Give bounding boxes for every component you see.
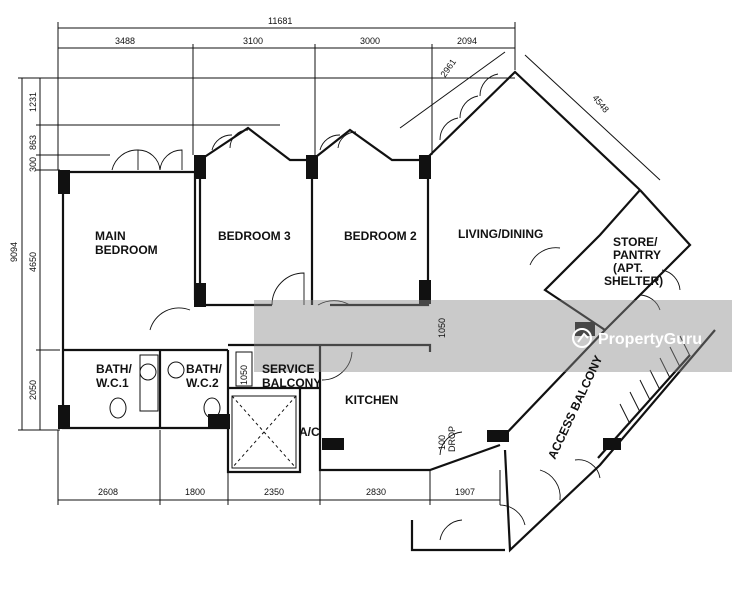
dim-left-1: 1231 xyxy=(28,92,38,112)
label-bath2-1: BATH/ xyxy=(186,362,222,376)
label-store-1: STORE/ xyxy=(613,235,658,249)
dim-left-4: 4650 xyxy=(28,252,38,272)
label-bedroom2: BEDROOM 2 xyxy=(344,229,417,243)
label-drop-2: DROP xyxy=(447,426,457,452)
label-store-4: SHELTER) xyxy=(604,274,663,288)
dim-diag-b: 4548 xyxy=(590,93,611,115)
label-living-dining: LIVING/DINING xyxy=(458,227,543,241)
dim-top-total: 11681 xyxy=(268,16,292,26)
dim-left-3: 300 xyxy=(28,157,38,172)
door-swings xyxy=(111,73,681,541)
dim-bottom-5: 1907 xyxy=(455,487,475,497)
label-bath2-2: W.C.2 xyxy=(186,376,219,390)
watermark-brand: PropertyGuru xyxy=(598,331,702,348)
label-drop-1: 100 xyxy=(437,435,447,450)
dim-left-total: 9094 xyxy=(9,242,19,262)
label-service-1: SERVICE xyxy=(262,362,314,376)
label-store-2: PANTRY xyxy=(613,248,661,262)
label-main-bedroom-1: MAIN xyxy=(95,229,126,243)
dim-top-3: 3000 xyxy=(360,36,380,46)
label-ac: A/C xyxy=(299,425,320,439)
dim-inner-2: 1050 xyxy=(239,365,249,385)
access-balcony-railing xyxy=(619,335,691,425)
dim-bottom-4: 2830 xyxy=(366,487,386,497)
dim-inner-1: 1050 xyxy=(437,318,447,338)
diagonal-dimensions: 2961 4548 xyxy=(399,51,661,181)
service-shaft xyxy=(231,351,297,469)
dim-left-5: 2050 xyxy=(28,380,38,400)
label-service-2: BALCONY xyxy=(262,376,321,390)
propertyguru-logo-icon xyxy=(572,328,592,348)
dim-bottom-2: 1800 xyxy=(185,487,205,497)
dim-top-2: 3100 xyxy=(243,36,263,46)
dim-bottom-3: 2350 xyxy=(264,487,284,497)
dim-bottom-1: 2608 xyxy=(98,487,118,497)
label-bath1-2: W.C.1 xyxy=(96,376,129,390)
left-dimensions: 9094 1231 863 300 4650 2050 xyxy=(9,77,515,431)
bath-fixtures xyxy=(109,354,221,419)
label-bath1-1: BATH/ xyxy=(96,362,132,376)
dim-diag-a: 2961 xyxy=(438,57,458,79)
top-dimensions: 11681 3488 3100 3000 2094 xyxy=(57,16,516,170)
dim-left-2: 863 xyxy=(28,135,38,150)
watermark-band: PropertyGuru xyxy=(254,300,732,372)
label-kitchen: KITCHEN xyxy=(345,393,398,407)
dim-top-4: 2094 xyxy=(457,36,477,46)
bottom-dimensions: 2608 1800 2350 2830 1907 xyxy=(57,430,501,505)
label-bedroom3: BEDROOM 3 xyxy=(218,229,291,243)
dim-top-1: 3488 xyxy=(115,36,135,46)
label-main-bedroom-2: BEDROOM xyxy=(95,243,158,257)
label-store-3: (APT. xyxy=(613,261,643,275)
